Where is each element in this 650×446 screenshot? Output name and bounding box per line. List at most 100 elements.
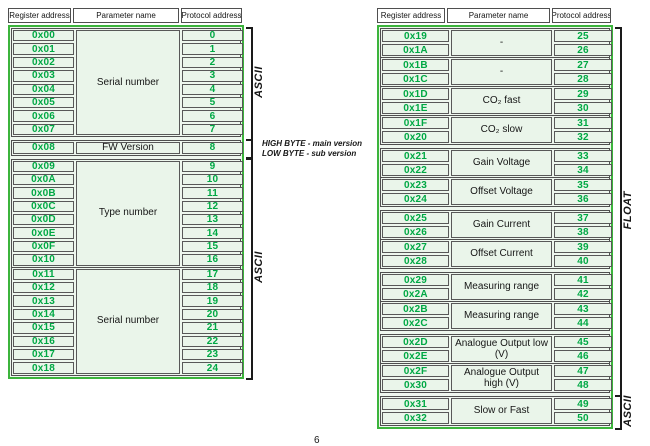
register-address-cell: 0x30 [382,379,449,391]
parameter-cell: CO₂ slow [451,117,552,143]
data-type-label: ASCII [253,27,265,137]
register-address-cell: 0x1B [382,59,449,71]
protocol-address-cell: 35 [554,179,612,191]
parameter-cell: Type number [76,160,180,266]
parameter-cell: Measuring range [451,303,552,329]
protocol-address-cell: 19 [182,295,243,307]
protocol-address-cell: 32 [554,131,612,143]
protocol-address-cell: 24 [182,362,243,374]
register-address-cell: 0x31 [382,398,449,410]
register-address-cell: 0x0B [13,187,74,199]
protocol-address-cell: 5 [182,96,243,109]
protocol-address-cell: 4 [182,83,243,95]
protocol-address-cell: 21 [182,322,243,334]
register-address-cell: 0x0E [13,227,74,239]
column-header: Parameter name [447,8,550,23]
register-address-cell: 0x09 [13,160,74,172]
register-address-cell: 0x1C [382,73,449,85]
register-address-cell: 0x32 [382,412,449,424]
register-address-cell: 0x17 [13,348,74,361]
parameter-cell: - [451,59,552,85]
register-address-cell: 0x12 [13,282,74,294]
protocol-address-cell: 2 [182,56,243,69]
register-address-cell: 0x18 [13,362,74,374]
protocol-address-cell: 48 [554,379,612,391]
protocol-address-cell: 0 [182,30,243,42]
parameter-cell: Serial number [76,30,180,136]
register-address-cell: 0x2F [382,365,449,377]
protocol-address-cell: 25 [554,30,612,42]
register-address-cell: 0x2E [382,350,449,362]
parameter-cell: Slow or Fast [451,398,552,424]
register-address-cell: 0x25 [382,212,449,224]
register-address-cell: 0x24 [382,193,449,205]
protocol-address-cell: 42 [554,288,612,300]
protocol-address-cell: 28 [554,73,612,85]
protocol-address-cell: 38 [554,226,612,238]
register-address-cell: 0x15 [13,322,74,334]
register-address-cell: 0x05 [13,96,74,109]
register-address-cell: 0x04 [13,83,74,95]
register-address-cell: 0x22 [382,164,449,176]
data-type-label: ASCII [622,395,634,427]
protocol-address-cell: 11 [182,187,243,199]
register-address-cell: 0x1E [382,102,449,114]
data-type-label-text: FLOAT [622,190,634,230]
register-address-cell: 0x0F [13,240,74,253]
register-address-cell: 0x28 [382,255,449,267]
protocol-address-cell: 18 [182,282,243,294]
column-header: Parameter name [73,8,179,23]
group-bracket [615,395,622,430]
register-address-cell: 0x1A [382,44,449,56]
register-address-cell: 0x20 [382,131,449,143]
parameter-cell: Analogue Output high (V) [451,365,552,391]
register-address-cell: 0x2B [382,303,449,315]
register-address-cell: 0x1D [382,88,449,100]
protocol-address-cell: 15 [182,240,243,253]
protocol-address-cell: 34 [554,164,612,176]
column-header: Protocol address [181,8,242,23]
protocol-address-cell: 30 [554,102,612,114]
fw-version-note-line: LOW BYTE - sub version [262,149,357,158]
data-type-label-text: ASCII [253,251,265,283]
protocol-address-cell: 3 [182,70,243,82]
protocol-address-cell: 44 [554,317,612,329]
protocol-address-cell: 10 [182,173,243,186]
register-address-cell: 0x0C [13,200,74,213]
register-address-cell: 0x02 [13,56,74,69]
group-bracket [246,139,253,159]
register-address-cell: 0x2D [382,336,449,348]
register-address-cell: 0x23 [382,179,449,191]
protocol-address-cell: 46 [554,350,612,362]
register-address-cell: 0x1F [382,117,449,129]
protocol-address-cell: 9 [182,160,243,172]
protocol-address-cell: 41 [554,274,612,286]
protocol-address-cell: 27 [554,59,612,71]
protocol-address-cell: 40 [554,255,612,267]
protocol-address-cell: 45 [554,336,612,348]
register-address-cell: 0x08 [13,142,74,154]
protocol-address-cell: 50 [554,412,612,424]
parameter-cell: Analogue Output low (V) [451,336,552,362]
protocol-address-cell: 8 [182,142,243,154]
